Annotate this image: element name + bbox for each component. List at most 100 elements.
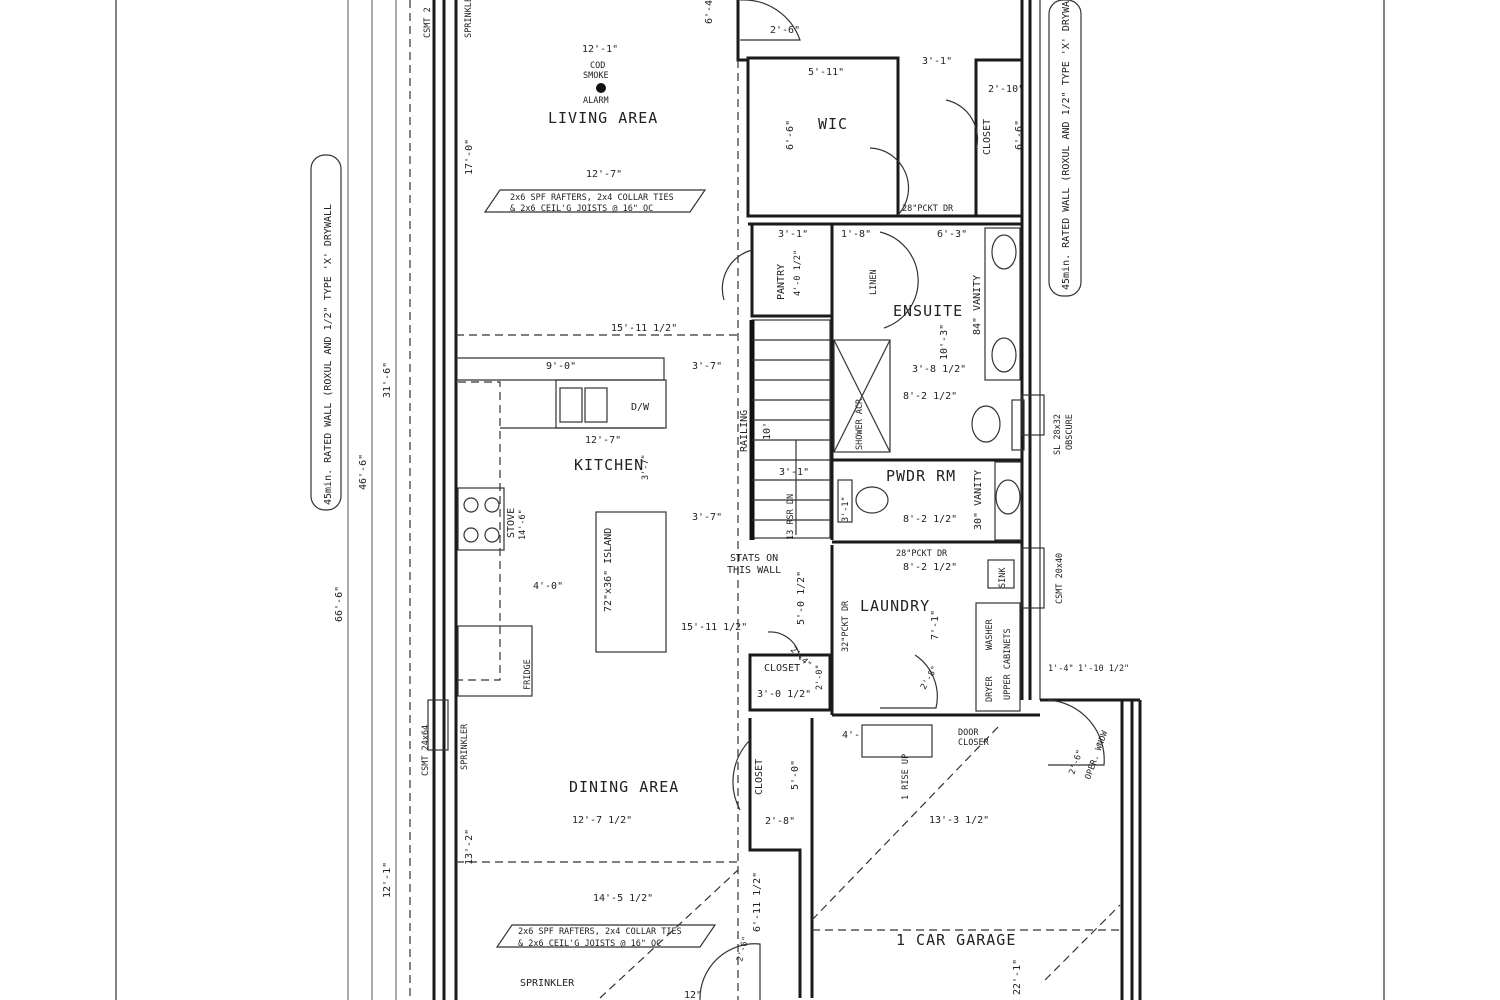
room-pantry: PANTRY: [776, 264, 787, 300]
room-laundry: LAUNDRY: [860, 597, 930, 615]
vanity-30-label: 30" VANITY: [973, 470, 984, 530]
sink-cabinet: [555, 379, 667, 429]
sprinkler-bottom-label: SPRINKLER: [520, 978, 575, 989]
rafters-top-line1: 2x6 SPF RAFTERS, 2x4 COLLAR TIES: [510, 193, 674, 203]
dim-closet-height: 6'-6": [1014, 120, 1025, 150]
door-linen: [879, 231, 919, 329]
dim-closet-width: 2'-10": [988, 84, 1024, 95]
alarm-icon: [596, 83, 606, 93]
rafters-note-bottom: 2x6 SPF RAFTERS, 2x4 COLLAR TIES & 2x6 C…: [495, 924, 717, 949]
burner-4: [484, 527, 500, 543]
fridge-label: FRIDGE: [523, 659, 533, 690]
rated-wall-text-left: 45min. RATED WALL (ROXUL AND 1/2" TYPE '…: [323, 204, 334, 505]
island-label: 72"x36" ISLAND: [603, 528, 614, 612]
smoke-alarm: COD SMOKE ALARM: [583, 61, 609, 106]
burner-3: [463, 527, 479, 543]
dim-wic-width: 5'-11": [808, 67, 844, 78]
dim-garage-width: 13'-3 1/2": [929, 815, 989, 826]
stats-line1: STATS ON: [730, 553, 778, 564]
obscure-label: OBSCURE: [1065, 414, 1075, 450]
pocket-door-28-pwdr: 28"PCKT DR: [896, 549, 948, 559]
sprinkler-top-label: SPRINKLER: [464, 0, 474, 38]
pocket-door-28-ensuite: 28"PCKT DR: [902, 204, 954, 214]
dim-overall-31: 31'-6": [382, 362, 393, 398]
dim-right-1: 1'-4": [1048, 664, 1074, 674]
stove: [457, 487, 505, 551]
vanity-84-label: 84" VANITY: [972, 275, 983, 335]
room-wic: WIC: [818, 115, 848, 133]
dim-kitchen-top: 9'-0": [546, 361, 576, 372]
dim-wic-top: 6'-4": [704, 0, 715, 24]
dim-ensuite-height: 10'-3": [939, 324, 950, 360]
double-sink-right: [584, 387, 608, 423]
dashed-lines: [456, 334, 1121, 999]
dim-overall-46: 46'-6": [358, 454, 369, 490]
rafters-note-top: 2x6 SPF RAFTERS, 2x4 COLLAR TIES & 2x6 C…: [483, 189, 707, 214]
rafters-bottom-line1: 2x6 SPF RAFTERS, 2x4 COLLAR TIES: [518, 927, 682, 937]
dim-closet3-width: 2'-8": [765, 816, 795, 827]
ensuite-toilet: [971, 405, 1001, 443]
island: [595, 511, 667, 653]
stair-treads: [752, 339, 830, 535]
dim-living-width: 12'-7": [586, 169, 622, 180]
dim-pantry-height: 4'-0 1/2": [793, 250, 803, 296]
dim-kitchen-low: 15'-11 1/2": [681, 622, 747, 633]
alarm-line2: SMOKE: [583, 71, 609, 81]
dim-ensuite-low: 3'-8 1/2": [912, 364, 966, 375]
door-closer-line1: DOOR: [958, 728, 979, 738]
dim-living-height: 17'-0": [464, 139, 475, 175]
dim-overall-66: 66'-6": [334, 586, 345, 622]
dim-hall-low: 6'-11 1/2": [752, 872, 763, 932]
room-ensuite: ENSUITE: [893, 302, 963, 320]
door-closet3: [732, 739, 751, 811]
dim-right-2: 1'-10 1/2": [1078, 664, 1129, 674]
dw-label: D/W: [631, 402, 650, 413]
dim-closet3-height: 5'-0": [790, 760, 801, 790]
csmt-24x64-label: CSMT 24x64: [421, 725, 431, 776]
dim-closet2-width: 3'-0 1/2": [757, 689, 811, 700]
dim-ensuite-bottom: 8'-2 1/2": [903, 391, 957, 402]
dim-kitchen-3: 3'-7": [641, 454, 651, 480]
door-bottom: [699, 943, 761, 1000]
door-top: [740, 0, 801, 41]
door-pantry: [721, 249, 753, 301]
dryer-label: DRYER: [985, 676, 995, 702]
door-swings: [699, 0, 1105, 1000]
burner-2: [484, 497, 500, 513]
pwdr-tank: [837, 479, 853, 523]
room-dining-area: DINING AREA: [569, 778, 679, 796]
rise-up-label: 1 RISE UP: [901, 754, 911, 800]
ensuite-sink-1: [991, 234, 1017, 270]
dim-hall-height: 5'-0 1/2": [796, 571, 807, 625]
room-living-area: LIVING AREA: [548, 109, 658, 127]
rated-wall-text-right: 45min. RATED WALL (ROXUL AND 1/2" TYPE '…: [1061, 0, 1072, 290]
dim-step-width: 4'-: [842, 730, 860, 741]
dim-linen-width: 1'-8": [841, 229, 871, 240]
railing-label: RAILING: [739, 410, 750, 452]
dim-wic-right: 3'-1": [922, 56, 952, 67]
rated-wall-note-left: 45min. RATED WALL (ROXUL AND 1/2" TYPE '…: [310, 154, 342, 511]
dim-kitchen-right: 3'-7": [692, 361, 722, 372]
rated-wall-note-right: 45min. RATED WALL (ROXUL AND 1/2" TYPE '…: [1048, 0, 1082, 297]
sl-window: [1021, 394, 1045, 436]
sl-28x32-label: SL 28x32: [1053, 414, 1063, 455]
csmt-window-left: [427, 699, 449, 751]
kitchen-counters: [456, 357, 667, 697]
room-kitchen: KITCHEN: [574, 456, 644, 474]
dim-bottom-door: 2'-6": [735, 935, 751, 962]
alarm-line3: ALARM: [583, 96, 609, 106]
dim-garage-height: 22'-1": [1012, 959, 1023, 995]
dim-stair-width: 15'-11 1/2": [611, 323, 677, 334]
oper-window-label: OPER. WNDW: [1083, 729, 1110, 781]
dim-stair-depth: 10': [762, 422, 773, 440]
overall-dimensions: 66'-6" 46'-6" 31'-6" 12'-1": [334, 0, 411, 1000]
dim-laundry-width: 8'-2 1/2": [903, 562, 957, 573]
dim-dining-height: 13'-2": [464, 829, 475, 865]
burner-1: [463, 497, 479, 513]
door-garage-window: [1047, 699, 1105, 766]
dim-pwdr-small: 3'-1": [841, 496, 851, 522]
dim-wic-door: 2'-6": [770, 25, 800, 36]
door-wic: [869, 147, 910, 216]
rafters-top-line2: & 2x6 CEIL'G JOISTS @ 16" OC: [510, 204, 653, 214]
ensuite-tank: [1011, 399, 1025, 451]
